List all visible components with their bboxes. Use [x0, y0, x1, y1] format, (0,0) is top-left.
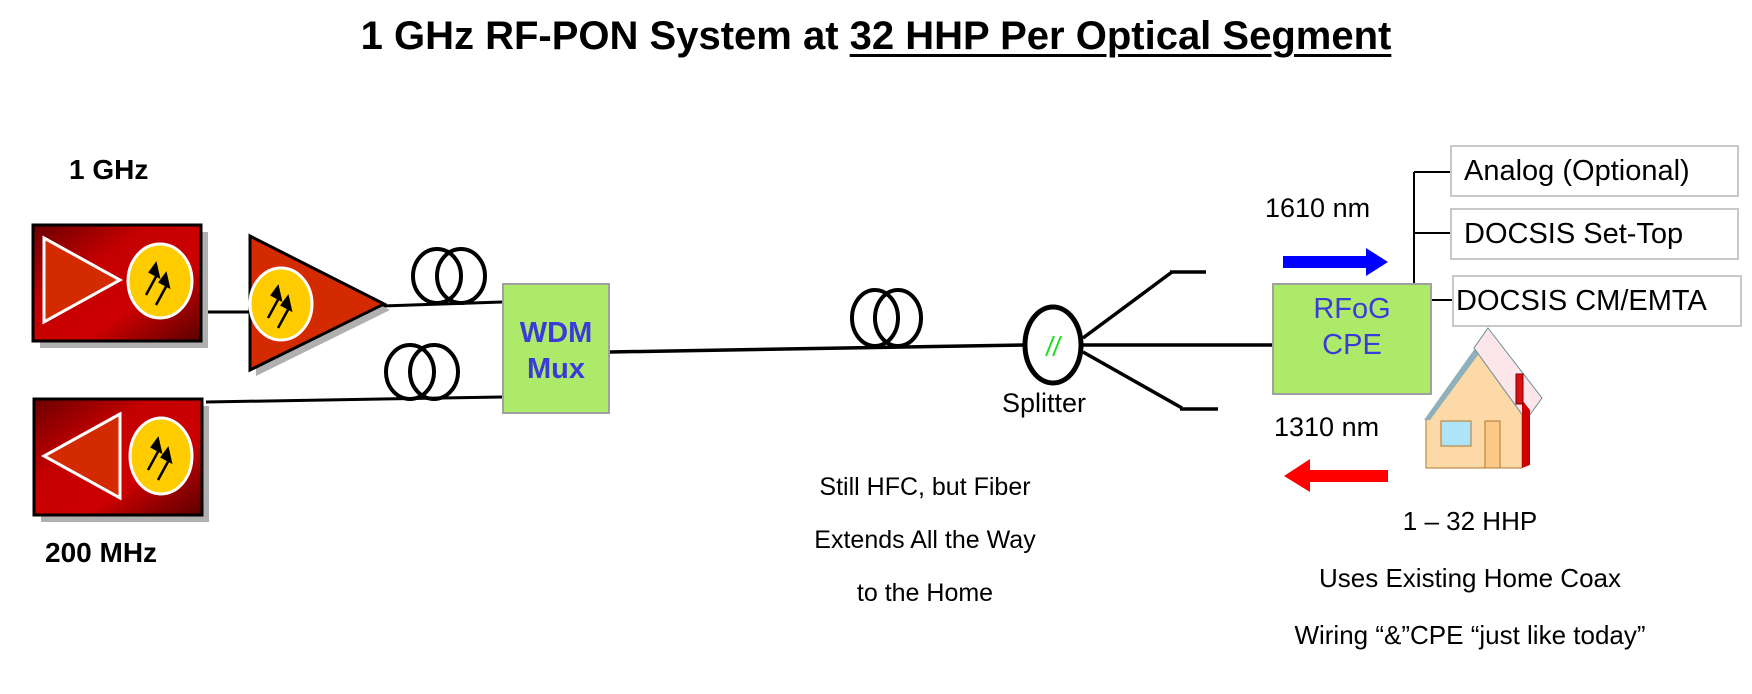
downstream-arrow-icon: [1283, 248, 1388, 276]
home-note-line: Wiring “&”CPE “just like today”: [1294, 620, 1646, 650]
fiber-coil-icon: [384, 343, 460, 401]
drop-fiber-upper: [1081, 270, 1174, 340]
page-title: 1 GHz RF-PON System at 32 HHP Per Optica…: [0, 14, 1752, 59]
rfog-cpe-line1: RFoG: [1313, 293, 1391, 325]
upstream-wavelength-label: 1310 nm: [1274, 412, 1380, 442]
service-label: Analog (Optional): [1464, 154, 1690, 187]
return-frequency-label: 200 MHz: [45, 537, 158, 568]
house-icon: [1424, 327, 1543, 469]
downstream-wavelength-label: 1610 nm: [1265, 193, 1371, 223]
rfog-cpe-line2: CPE: [1322, 329, 1382, 361]
splitter-icon: [1022, 304, 1084, 386]
home-note-line: Uses Existing Home Coax: [1319, 563, 1621, 593]
drop-fiber-lower: [1082, 350, 1183, 410]
fiber-coil-icon: [411, 247, 487, 305]
middle-note-line: Still HFC, but Fiber: [819, 473, 1031, 501]
middle-note-line: to the Home: [856, 579, 994, 607]
title-underlined: 32 HHP Per Optical Segment: [849, 14, 1392, 58]
forward-frequency-label: 1 GHz: [69, 154, 149, 185]
fiber-coil-icon: [850, 288, 923, 348]
service-label: DOCSIS Set-Top: [1464, 217, 1684, 250]
service-box-settop: DOCSIS Set-Top: [1450, 208, 1739, 260]
optical-amplifier-icon: [248, 233, 390, 376]
fiber-rx-to-mux: [205, 395, 503, 404]
home-note: 1 – 32 HHP Uses Existing Home Coax Wirin…: [1230, 493, 1710, 664]
middle-note: Still HFC, but Fiber Extends All the Way…: [760, 461, 1090, 620]
wdm-mux-line1: WDM: [519, 317, 593, 349]
wdm-mux-box: WDM Mux: [502, 283, 610, 414]
trunk-fiber: [609, 343, 1026, 354]
optical-receiver-icon: [32, 397, 209, 522]
optical-transmitter-icon: [31, 223, 208, 348]
rfog-cpe-box: RFoG CPE: [1272, 283, 1432, 395]
wdm-mux-line2: Mux: [527, 353, 585, 385]
service-box-analog: Analog (Optional): [1450, 145, 1739, 197]
title-prefix: 1 GHz RF-PON System at: [360, 14, 850, 58]
middle-note-line: Extends All the Way: [814, 526, 1036, 554]
upstream-arrow-icon: [1284, 459, 1388, 492]
service-label: DOCSIS CM/EMTA: [1456, 284, 1707, 317]
home-note-line: 1 – 32 HHP: [1402, 506, 1538, 536]
service-box-cm-emta: DOCSIS CM/EMTA: [1452, 275, 1742, 327]
splitter-label: Splitter: [1002, 388, 1087, 418]
